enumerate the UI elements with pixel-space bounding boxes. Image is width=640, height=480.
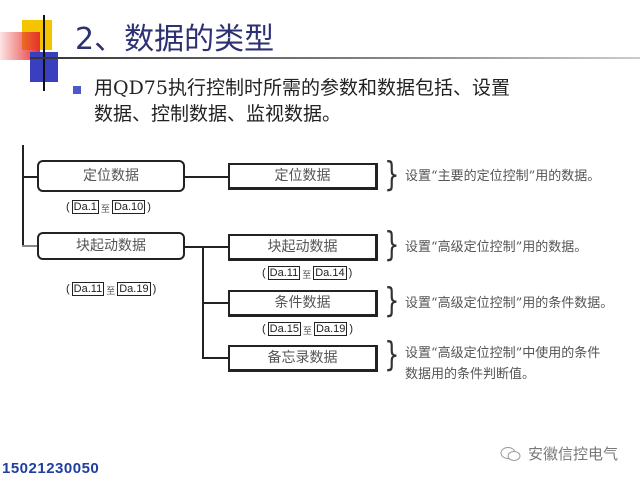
brace-icon: } <box>384 281 400 321</box>
watermark: 安徽信控电气 <box>500 443 618 464</box>
connector <box>22 145 24 247</box>
range-to-word: 至 <box>100 204 110 214</box>
range-to: Da.14 <box>313 265 347 280</box>
range-from: Da.11 <box>267 265 301 280</box>
description: 设置“高级定位控制”中使用的条件 <box>405 346 601 361</box>
right-box-condition-data: 条件数据 <box>228 290 378 317</box>
description: 设置“高级定位控制”用的数据。 <box>405 240 588 255</box>
range-label: ( Da.15 至 Da.19) <box>262 321 354 336</box>
page-title: 2、数据的类型 <box>75 22 275 57</box>
watermark-text: 安徽信控电气 <box>528 445 619 463</box>
wechat-icon <box>500 446 521 461</box>
range-to-word: 至 <box>303 326 313 336</box>
connector <box>22 176 37 178</box>
description: 设置“主要的定位控制”用的数据。 <box>405 169 601 184</box>
brace-icon: } <box>384 335 400 375</box>
description: 数据用的条件判断值。 <box>405 367 536 382</box>
range-label: ( Da.1 至 Da.10) <box>66 199 151 214</box>
range-label: ( Da.11 至 Da.19) <box>66 281 157 296</box>
range-to: Da.19 <box>117 281 151 296</box>
brace-icon: } <box>384 155 400 195</box>
right-box-block-start-data: 块起动数据 <box>228 234 378 261</box>
bullet-icon <box>73 86 81 94</box>
range-from: Da.11 <box>71 281 105 296</box>
right-box-positioning-data: 定位数据 <box>228 163 378 190</box>
brace-icon: } <box>384 225 400 265</box>
range-to-word: 至 <box>106 286 116 296</box>
left-box-positioning-data: 定位数据 <box>37 160 185 192</box>
connector <box>202 302 228 304</box>
range-to: Da.10 <box>111 199 146 214</box>
connector <box>185 176 228 178</box>
body-text-line-1: 用QD75执行控制时所需的参数和数据包括、设置 <box>94 77 510 99</box>
connector <box>185 246 228 248</box>
range-from: Da.15 <box>267 321 302 336</box>
range-to: Da.19 <box>314 321 348 336</box>
footer-phone: 15021230050 <box>2 460 100 477</box>
connector <box>22 245 37 247</box>
range-to-word: 至 <box>302 270 312 280</box>
connector <box>202 357 228 359</box>
left-box-block-start-data: 块起动数据 <box>37 232 185 260</box>
right-box-memo-data: 备忘录数据 <box>228 345 378 372</box>
range-from: Da.1 <box>71 199 99 214</box>
body-text-line-2: 数据、控制数据、监视数据。 <box>94 103 342 125</box>
title-divider <box>30 57 640 59</box>
description: 设置“高级定位控制”用的条件数据。 <box>405 296 614 311</box>
decor-vertical-line <box>43 15 45 91</box>
range-label: ( Da.11 至 Da.14) <box>262 265 353 280</box>
